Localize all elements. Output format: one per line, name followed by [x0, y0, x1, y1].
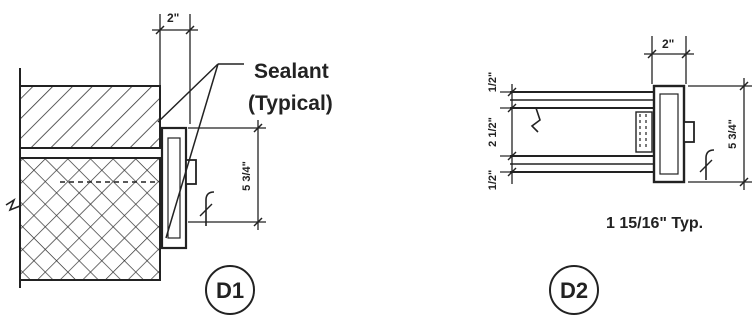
- d2-dim-left-top-label: 1/2": [487, 72, 499, 93]
- d2-frame-lip: [683, 121, 695, 143]
- d1-frame-inner: [167, 137, 181, 239]
- d2-dim-top-label: 2": [662, 37, 674, 51]
- d2-note-label: 1 15/16" Typ.: [606, 215, 703, 232]
- d2-dim-left-bot-label: 1/2": [487, 170, 499, 191]
- d1-callout-line1: Sealant: [254, 60, 329, 83]
- detail-d2: [500, 36, 752, 315]
- d2-tag-circle: [549, 265, 599, 315]
- d2-glass-stop: [635, 111, 653, 153]
- d1-dim-top-label: 2": [167, 11, 179, 25]
- d1-leader-2: [157, 63, 219, 123]
- d1-dim-side-label: 5 3/4": [241, 161, 253, 191]
- d1-tag-circle: [205, 265, 255, 315]
- d2-frame: [652, 84, 686, 184]
- d2-break-mark: [530, 107, 541, 133]
- d2-tag-label: D2: [560, 278, 588, 303]
- d2-dim-side-label: 5 3/4": [727, 119, 739, 149]
- d1-sill-hook: [205, 191, 215, 226]
- d2-sill-hook: [705, 149, 715, 180]
- d1-crosshatch-block: [19, 157, 161, 281]
- d1-break-mark: [5, 198, 21, 212]
- d1-hatched-block: [19, 85, 161, 149]
- d1-callout-line2: (Typical): [248, 92, 333, 115]
- d2-dim-left-mid-label: 2 1/2": [487, 117, 499, 147]
- detail-d1: [5, 14, 266, 315]
- d1-tag-label: D1: [216, 278, 244, 303]
- d2-frame-inner: [659, 93, 679, 175]
- d1-leader-3: [165, 63, 219, 239]
- d1-frame: [160, 126, 188, 250]
